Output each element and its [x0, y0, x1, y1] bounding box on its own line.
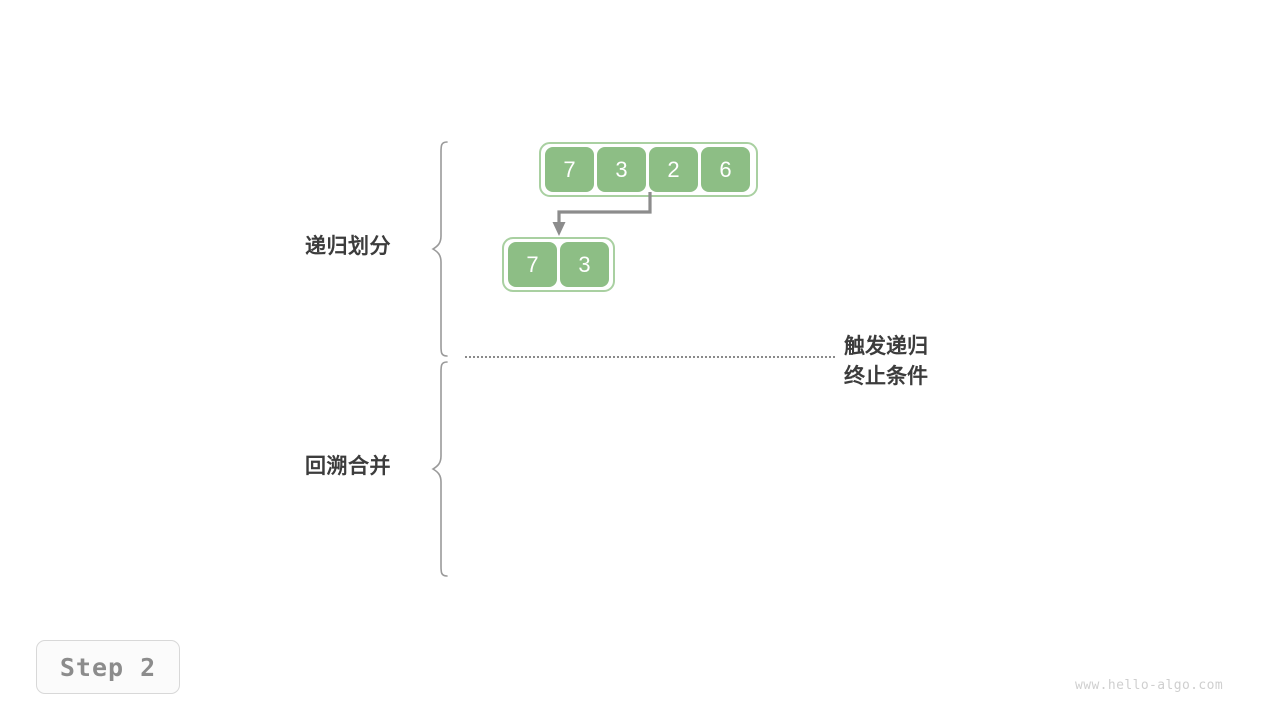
array-cell: 2	[649, 147, 698, 192]
array-cell: 3	[560, 242, 609, 287]
termination-annotation-line2: 终止条件	[844, 364, 928, 388]
array-cell: 7	[545, 147, 594, 192]
array-root: 7 3 2 6	[539, 142, 758, 197]
recursion-arrow	[552, 192, 652, 236]
recursion-boundary-divider	[465, 356, 835, 358]
phase-label-divide: 递归划分	[305, 235, 391, 258]
watermark: www.hello-algo.com	[1075, 678, 1224, 693]
termination-annotation-line1: 触发递归	[844, 335, 928, 358]
brace-merge	[431, 361, 448, 577]
array-cell: 7	[508, 242, 557, 287]
brace-divide	[431, 141, 448, 357]
array-cell: 3	[597, 147, 646, 192]
array-left-half: 7 3	[502, 237, 615, 292]
array-cell: 6	[701, 147, 750, 192]
termination-annotation: 触发递归 终止条件	[844, 332, 928, 392]
phase-label-merge: 回溯合并	[305, 455, 391, 478]
step-badge: Step 2	[36, 640, 180, 694]
